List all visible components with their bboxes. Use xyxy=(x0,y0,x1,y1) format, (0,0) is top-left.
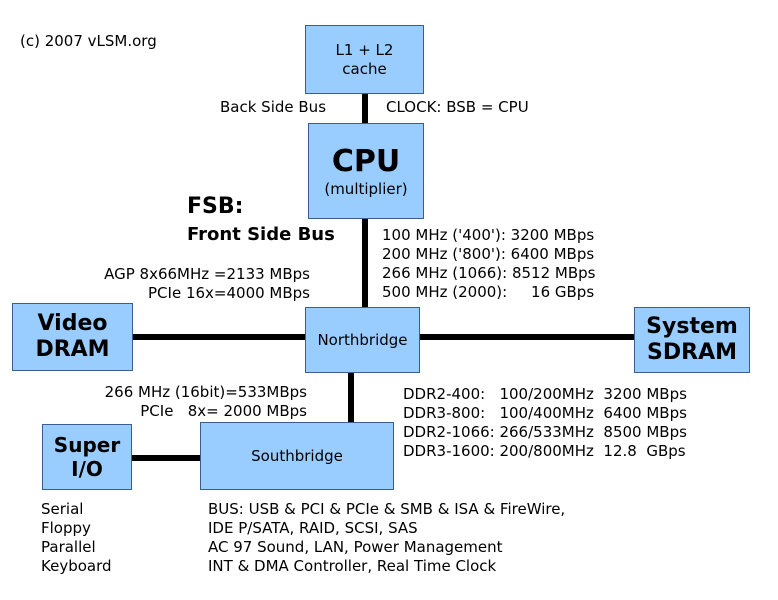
front-side-bus-line xyxy=(362,219,368,308)
superio-device-floppy: Floppy xyxy=(41,519,91,537)
memory-spec-2: DDR3-800: 100/400MHz 6400 MBps xyxy=(403,404,687,422)
back-side-bus-line xyxy=(362,94,368,123)
memory-spec-3: DDR2-1066: 266/533MHz 8500 MBps xyxy=(403,423,687,441)
memory-bus-line xyxy=(420,334,634,340)
northbridge-label: Northbridge xyxy=(317,330,408,349)
superio-device-serial: Serial xyxy=(41,500,84,518)
system-sdram-line1: System xyxy=(646,314,738,339)
super-io-box: Super I/O xyxy=(42,424,132,490)
fsb-speed-3: 266 MHz (1066): 8512 MBps xyxy=(382,264,596,282)
video-dram-line1: Video xyxy=(37,311,108,336)
southbridge-feature-2: IDE P/SATA, RAID, SCSI, SAS xyxy=(208,519,418,537)
cache-box: L1 + L2 cache xyxy=(305,25,424,94)
video-bus-pcie: PCIe 16x=4000 MBps xyxy=(148,284,310,302)
south-bus-line xyxy=(348,373,354,422)
fsb-title: FSB: xyxy=(187,194,244,219)
video-bus-agp: AGP 8x66MHz =2133 MBps xyxy=(104,265,310,283)
northbridge-box: Northbridge xyxy=(305,307,420,373)
fsb-speed-4: 500 MHz (2000): 16 GBps xyxy=(382,283,595,301)
super-io-line1: Super xyxy=(53,433,121,457)
video-dram-line2: DRAM xyxy=(35,337,110,362)
superio-device-parallel: Parallel xyxy=(41,538,96,556)
southbridge-feature-1: BUS: USB & PCI & PCIe & SMB & ISA & Fire… xyxy=(208,500,566,518)
cache-label-line2: cache xyxy=(342,59,387,78)
cpu-subtitle: (multiplier) xyxy=(324,179,408,198)
south-bus-speed: 266 MHz (16bit)=533MBps xyxy=(104,383,307,401)
fsb-speed-1: 100 MHz ('400'): 3200 MBps xyxy=(382,226,595,244)
memory-spec-4: DDR3-1600: 200/800MHz 12.8 GBps xyxy=(403,442,686,460)
video-dram-box: Video DRAM xyxy=(12,303,133,371)
southbridge-feature-3: AC 97 Sound, LAN, Power Management xyxy=(208,538,503,556)
bsb-clock-label: CLOCK: BSB = CPU xyxy=(386,98,529,116)
memory-spec-1: DDR2-400: 100/200MHz 3200 MBps xyxy=(403,385,687,403)
cache-label-line1: L1 + L2 xyxy=(335,40,394,59)
superio-bus-line xyxy=(132,455,200,461)
super-io-line2: I/O xyxy=(71,457,103,481)
video-bus-line xyxy=(133,334,305,340)
back-side-bus-label: Back Side Bus xyxy=(220,98,327,116)
fsb-speed-2: 200 MHz ('800'): 6400 MBps xyxy=(382,245,595,263)
southbridge-feature-4: INT & DMA Controller, Real Time Clock xyxy=(208,557,497,575)
system-sdram-line2: SDRAM xyxy=(647,340,737,365)
southbridge-label: Southbridge xyxy=(251,446,343,465)
copyright-text: (c) 2007 vLSM.org xyxy=(20,32,157,50)
cpu-title: CPU xyxy=(331,143,401,179)
system-sdram-box: System SDRAM xyxy=(634,307,750,373)
superio-device-keyboard: Keyboard xyxy=(41,557,112,575)
southbridge-box: Southbridge xyxy=(200,422,394,490)
fsb-subtitle: Front Side Bus xyxy=(187,224,335,245)
cpu-box: CPU (multiplier) xyxy=(308,123,424,219)
south-bus-pcie: PCIe 8x= 2000 MBps xyxy=(140,402,307,420)
